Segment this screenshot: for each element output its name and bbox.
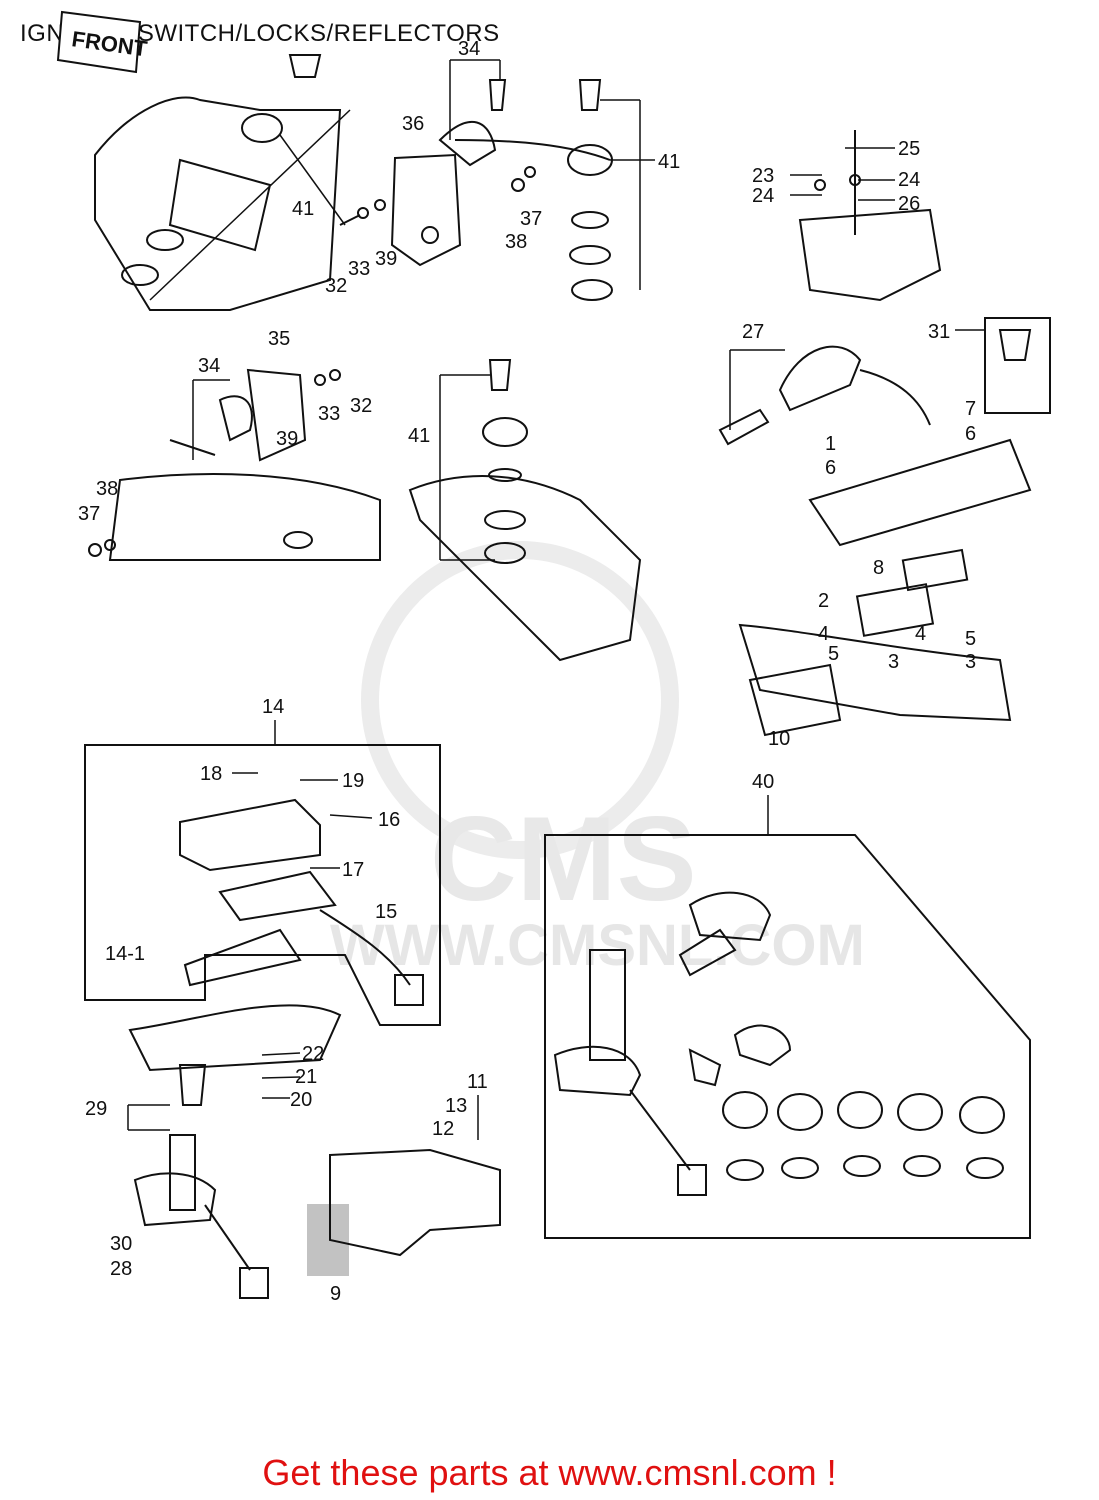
callout: 38 [505, 231, 527, 253]
callout: 21 [295, 1066, 317, 1088]
callout: 3 [888, 651, 899, 673]
callout: 31 [928, 321, 950, 343]
reflector-bracket-9 [307, 1148, 501, 1276]
callout: 9 [330, 1283, 341, 1305]
callout: 24 [898, 169, 920, 191]
callout: 41 [658, 151, 680, 173]
callout: 10 [768, 728, 790, 750]
callout: 8 [873, 557, 884, 579]
callout: 41 [292, 198, 314, 220]
callout: 5 [965, 628, 976, 650]
callout: 16 [378, 809, 400, 831]
footer-link-text[interactable]: Get these parts at www.cmsnl.com ! [262, 1452, 837, 1493]
mid-center-tank [408, 359, 642, 662]
callout: 32 [325, 275, 347, 297]
callout: 7 [965, 398, 976, 420]
callout: 13 [445, 1095, 467, 1117]
mid-right-assembly [718, 317, 1051, 737]
box-14-assembly [84, 744, 441, 1072]
watermark-url: WWW.CMSNL.COM [330, 913, 865, 978]
callout-labels: 41 34 36 41 37 38 39 33 32 25 23 24 24 2… [78, 38, 976, 1305]
watermark: CMS WWW.CMSNL.COM [330, 541, 865, 978]
callout: 6 [825, 457, 836, 479]
callout: 3 [965, 651, 976, 673]
callout: 27 [742, 321, 764, 343]
callout: 28 [110, 1258, 132, 1280]
callout: 41 [408, 425, 430, 447]
callout: 26 [898, 193, 920, 215]
box-40-lock-set [544, 834, 1031, 1239]
callout: 11 [467, 1071, 488, 1093]
top-left-cowl-group [94, 54, 351, 311]
callout: 4 [915, 623, 926, 645]
callout: 25 [898, 138, 920, 160]
callout: 30 [110, 1233, 132, 1255]
callout: 18 [200, 763, 222, 785]
mid-left-assembly [88, 368, 381, 562]
callout: 22 [302, 1043, 324, 1065]
callout: 12 [432, 1118, 454, 1140]
callout: 34 [198, 355, 220, 377]
callout: 2 [818, 590, 829, 612]
callout: 37 [520, 208, 542, 230]
callout: 35 [268, 328, 290, 350]
front-tag: FRONT [56, 10, 149, 74]
callout: 40 [752, 771, 774, 793]
callout: 17 [342, 859, 364, 881]
callout: 37 [78, 503, 100, 525]
callout: 19 [342, 770, 364, 792]
callout: 4 [818, 623, 829, 645]
callout: 34 [458, 38, 480, 60]
callout: 14 [262, 696, 284, 718]
top-center-plate-group [339, 79, 613, 301]
callout: 20 [290, 1089, 312, 1111]
leader-lines [127, 59, 985, 1140]
callout: 32 [350, 395, 372, 417]
watermark-logo: CMS [430, 792, 697, 926]
callout: 1 [825, 433, 836, 455]
callout: 24 [752, 185, 774, 207]
callout: 38 [96, 478, 118, 500]
callout: 15 [375, 901, 397, 923]
callout: 36 [402, 113, 424, 135]
callout: 23 [752, 165, 774, 187]
callout: 6 [965, 423, 976, 445]
callout: 39 [375, 248, 397, 270]
callout: 29 [85, 1098, 107, 1120]
callout: 5 [828, 643, 839, 665]
callout: 33 [318, 403, 340, 425]
callout: 39 [276, 428, 298, 450]
callout: 14-1 [105, 943, 145, 965]
callout: 33 [348, 258, 370, 280]
ignition-switch-29 [133, 1064, 269, 1299]
